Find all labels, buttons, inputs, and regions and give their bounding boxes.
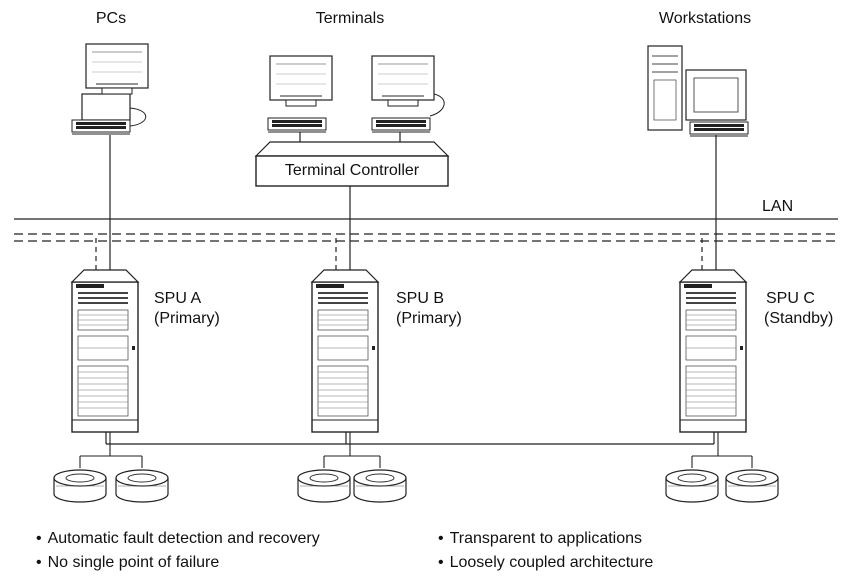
spu-interconnect-bus bbox=[105, 432, 715, 445]
disk-a2 bbox=[115, 469, 169, 503]
spu-a-server bbox=[71, 269, 139, 433]
spu-b-role: (Primary) bbox=[396, 310, 462, 327]
terminals-label: Terminals bbox=[315, 10, 385, 27]
lan-label: LAN bbox=[762, 198, 794, 215]
terminal-2 bbox=[371, 55, 445, 133]
pc-computer bbox=[71, 43, 149, 135]
spu-c-role: (Standby) bbox=[764, 310, 834, 327]
feature-item: Transparent to applications bbox=[438, 530, 642, 548]
terminal-1 bbox=[267, 55, 333, 133]
spu-a-name: SPU A bbox=[154, 290, 202, 307]
feature-item: No single point of failure bbox=[36, 554, 220, 572]
spu-a-role: (Primary) bbox=[154, 310, 220, 327]
pcs-label: PCs bbox=[95, 10, 127, 27]
lan-network bbox=[14, 218, 838, 242]
disk-b2 bbox=[353, 469, 407, 503]
disk-c2 bbox=[725, 469, 779, 503]
spu-b-server bbox=[311, 269, 379, 433]
workstations-label: Workstations bbox=[658, 10, 752, 27]
disk-links bbox=[79, 432, 753, 468]
terminal-controller-box bbox=[254, 132, 450, 187]
feature-item: Automatic fault detection and recovery bbox=[36, 530, 320, 548]
disk-c1 bbox=[665, 469, 719, 503]
workstation bbox=[647, 45, 749, 137]
spu-b-name: SPU B bbox=[396, 290, 445, 307]
disk-b1 bbox=[297, 469, 351, 503]
disk-a1 bbox=[53, 469, 107, 503]
spu-c-name: SPU C bbox=[766, 290, 815, 307]
device-lan-links bbox=[95, 135, 717, 272]
spu-c-server bbox=[679, 269, 747, 433]
feature-item: Loosely coupled architecture bbox=[438, 554, 654, 572]
terminal-controller-label: Terminal Controller bbox=[284, 162, 420, 179]
